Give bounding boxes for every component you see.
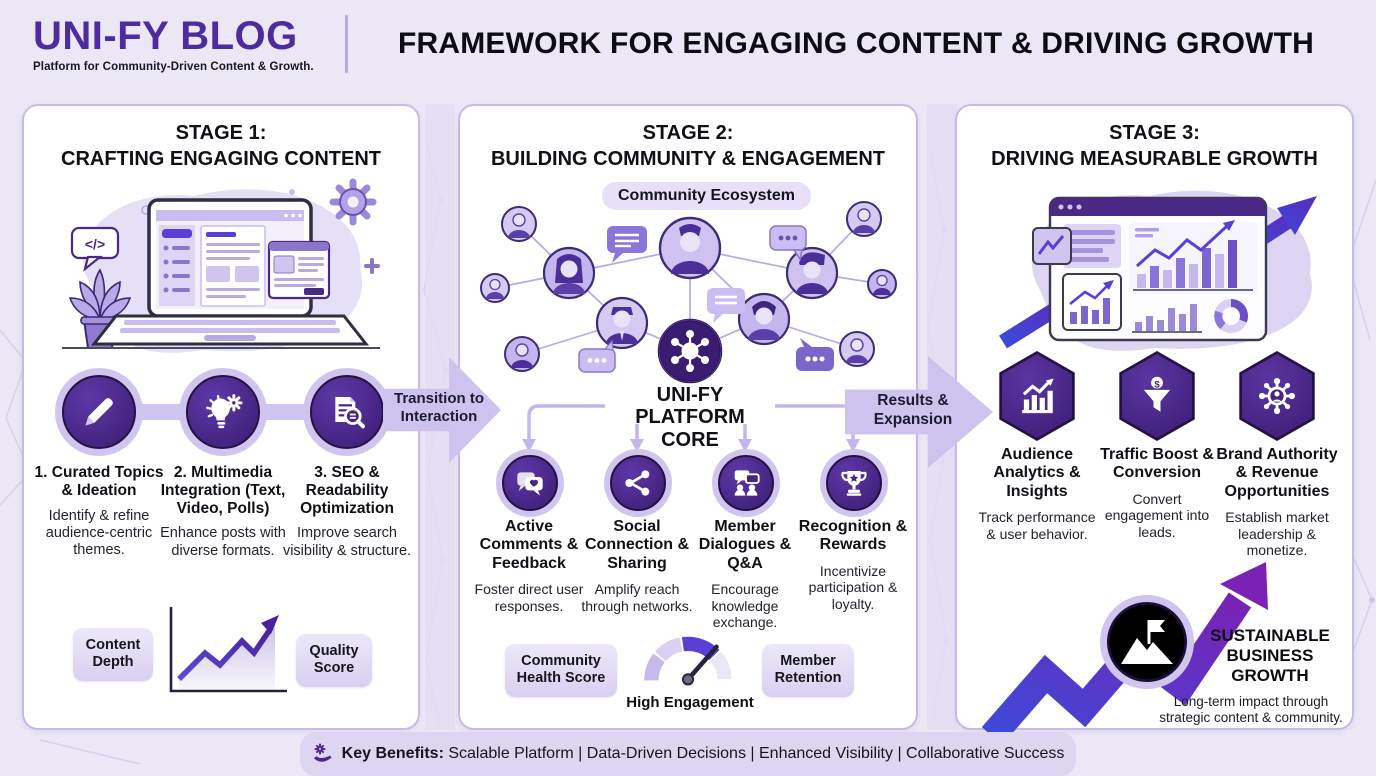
stage2-panel: STAGE 2: BUILDING COMMUNITY & ENGAGEMENT… [458, 104, 918, 730]
engagement-gauge [644, 636, 732, 686]
pencil-icon [85, 398, 113, 426]
stage1-title: STAGE 1: CRAFTING ENGAGING CONTENT [61, 122, 381, 170]
step-circle-1 [62, 375, 136, 449]
logo-tagline: Platform for Community-Driven Content & … [33, 61, 314, 73]
chat-bubble-icon [578, 225, 834, 373]
plus-icon [364, 258, 380, 274]
svg-text:</>: </> [85, 236, 105, 252]
donut-chart-icon [1214, 299, 1248, 333]
hexagon-analytics [999, 351, 1075, 441]
content-depth-badge: Content Depth [73, 628, 153, 681]
growth-title: SUSTAINABLE BUSINESS GROWTH [1210, 626, 1330, 686]
community-network-illustration [480, 201, 897, 384]
plant-illustration [68, 268, 132, 349]
brand-network-icon [1258, 377, 1296, 415]
community-health-score-badge: Community Health Score [505, 644, 617, 697]
logo-title: UNI-FY BLOG [33, 14, 298, 58]
hexagon-traffic: $ [1119, 351, 1195, 441]
feature-circle-dialogues [718, 455, 774, 511]
stage1-item-1: 1. Curated Topics & Ideation Identify & … [34, 464, 164, 558]
funnel-dollar-icon: $ [1143, 376, 1171, 412]
stage3-item-2: Traffic Boost & Conversion Convert engag… [1100, 446, 1214, 540]
feature-circle-share [610, 455, 666, 511]
summit-flag-icon [1100, 595, 1194, 689]
community-ecosystem-badge: Community Ecosystem [602, 182, 811, 210]
gauge-label: High Engagement [626, 694, 754, 711]
analytics-chart-icon [1022, 378, 1054, 414]
transition-arrow-1-label: Transition to Interaction [394, 390, 484, 425]
step-circle-3 [310, 375, 384, 449]
hand-gear-icon [313, 743, 332, 762]
code-bubble-icon: </> [70, 226, 120, 272]
growth-arrow-illustration [982, 562, 1268, 739]
member-retention-badge: Member Retention [762, 644, 854, 697]
stage3-panel: STAGE 3: DRIVING MEASURABLE GROWTH [955, 104, 1354, 739]
comments-heart-icon [517, 472, 543, 496]
svg-text:$: $ [1154, 379, 1160, 390]
laptop-content-editor-illustration: </> [62, 178, 380, 353]
stage3-item-3: Brand Authority & Revenue Opportunities … [1216, 446, 1338, 559]
feature-circle-comments [502, 455, 558, 511]
stage2-item-2: Social Connection & Sharing Amplify reac… [581, 518, 693, 614]
stage1-item-3: 3. SEO & Readability Optimization Improv… [282, 464, 412, 559]
stage2-item-3: Member Dialogues & Q&A Encourage knowled… [698, 518, 792, 631]
quality-trend-chart [169, 607, 287, 693]
stage1-item-2: 2. Multimedia Integration (Text, Video, … [160, 464, 286, 559]
stage2-title: STAGE 2: BUILDING COMMUNITY & ENGAGEMENT [490, 122, 886, 170]
growth-desc: Long-term impact through strategic conte… [1159, 694, 1343, 726]
quality-score-badge: Quality Score [296, 634, 372, 687]
header-divider [345, 15, 348, 73]
seo-doc-magnifier-icon [335, 397, 366, 429]
header: UNI-FY BLOG Platform for Community-Drive… [0, 0, 1376, 92]
stage3-title: STAGE 3: DRIVING MEASURABLE GROWTH [991, 122, 1318, 170]
lightbulb-gear-icon [206, 394, 243, 429]
key-benefits-text: Scalable Platform | Data-Driven Decision… [448, 745, 1065, 762]
share-icon [625, 470, 650, 496]
dialogue-qa-icon [734, 470, 760, 496]
key-benefits-bar: Key Benefits: Scalable Platform | Data-D… [300, 732, 1076, 776]
step-circle-2 [186, 375, 260, 449]
avatar [480, 201, 897, 372]
transition-arrow-2-label: Results & Expansion [873, 392, 953, 428]
hexagon-brand [1239, 351, 1315, 441]
platform-core-hub-icon [657, 318, 723, 384]
stage1-panel: STAGE 1: CRAFTING ENGAGING CONTENT </> [22, 104, 420, 730]
core-bracket-connector [522, 404, 860, 452]
feature-circle-rewards [826, 455, 882, 511]
key-benefits-label: Key Benefits: [341, 745, 444, 762]
stage3-item-1: Audience Analytics & Insights Track perf… [978, 446, 1096, 542]
stage2-item-4: Recognition & Rewards Incentivize partic… [798, 518, 908, 612]
platform-core-label: UNI-FY PLATFORM CORE [635, 384, 745, 451]
stage2-item-1: Active Comments & Feedback Foster direct… [474, 518, 584, 614]
gear-icon [329, 178, 377, 226]
analytics-dashboard-illustration [999, 190, 1317, 351]
page-title: FRAMEWORK FOR ENGAGING CONTENT & DRIVING… [397, 27, 1315, 60]
trophy-icon [841, 471, 867, 496]
